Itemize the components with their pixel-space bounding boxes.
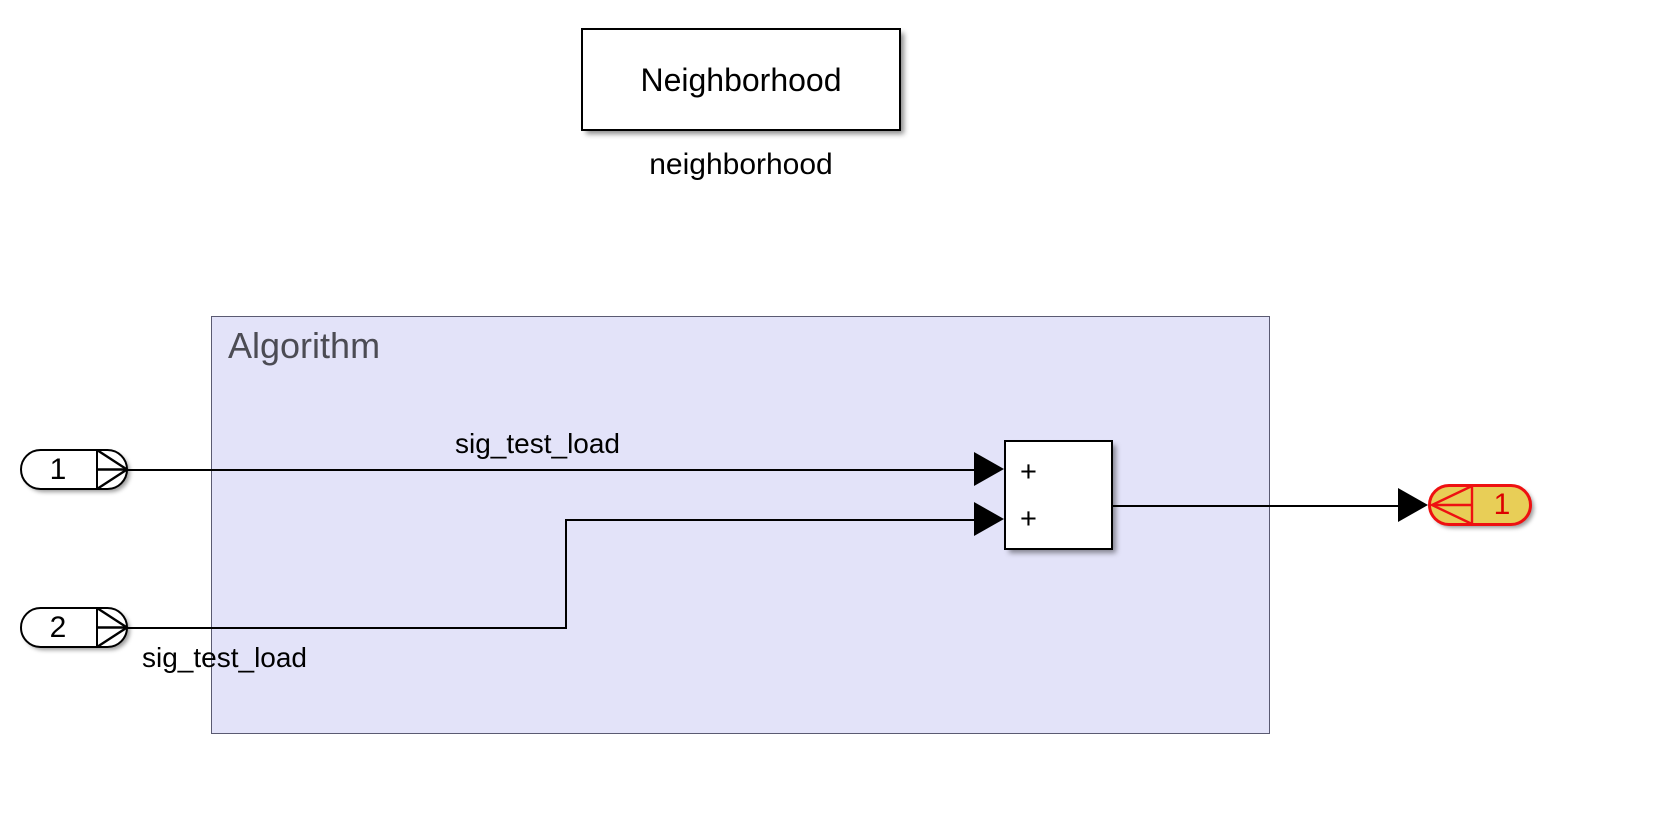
wire-inport1-to-sum[interactable] (124, 469, 978, 471)
inport-2-arrow-icon (96, 607, 130, 648)
model-reference-block-caption: neighborhood (649, 148, 833, 181)
wire-inport2-segment-horizontal-lower[interactable] (124, 627, 567, 629)
signal-label-top: sig_test_load (455, 428, 621, 459)
arrowhead-sum-input-1 (974, 452, 1004, 486)
wire-inport2-segment-vertical[interactable] (565, 520, 567, 629)
model-reference-block-label: Neighborhood (640, 61, 842, 98)
wire-sum-to-outport[interactable] (1112, 505, 1412, 507)
inport-2-number: 2 (49, 610, 67, 644)
outport-1-arrow-icon (1429, 484, 1474, 526)
signal-label-bottom: sig_test_load (142, 642, 308, 673)
model-reference-block-neighborhood[interactable]: Neighborhood (581, 28, 901, 131)
sum-block[interactable]: + + (1004, 440, 1113, 550)
inport-1-arrow-icon (96, 449, 130, 490)
inport-block-1[interactable]: 1 (20, 449, 130, 490)
arrowhead-outport-1 (1398, 488, 1428, 522)
sum-sign-1: + (1020, 456, 1037, 488)
outport-block-1[interactable]: 1 (1428, 484, 1532, 526)
wire-inport2-segment-horizontal-upper[interactable] (565, 519, 978, 521)
outport-1-number: 1 (1493, 488, 1511, 521)
arrowhead-sum-input-2 (974, 502, 1004, 536)
inport-1-number: 1 (49, 452, 67, 486)
inport-block-2[interactable]: 2 (20, 607, 130, 648)
subsystem-algorithm-title: Algorithm (228, 325, 381, 366)
sum-sign-2: + (1020, 503, 1037, 535)
outport-1-body (1428, 484, 1532, 526)
